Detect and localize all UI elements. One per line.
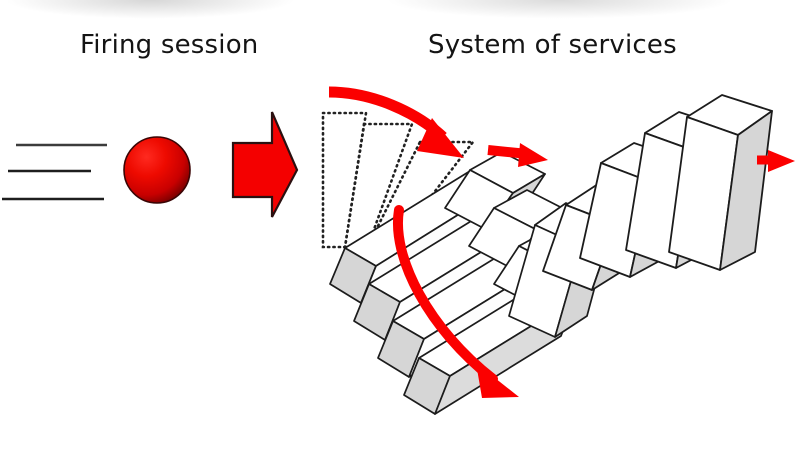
output-arrow-right-icon bbox=[757, 150, 795, 172]
cascade-arrow-front-icon bbox=[393, 205, 519, 398]
block-arrow-right-icon bbox=[231, 111, 299, 218]
rising-dominoes bbox=[444, 151, 613, 338]
flow-arrows bbox=[328, 86, 795, 398]
motion-lines bbox=[2, 143, 107, 201]
red-ball bbox=[123, 136, 191, 204]
impulse-arrow-top-icon bbox=[328, 86, 464, 158]
firing-session-group bbox=[2, 111, 299, 218]
page-title-left: Firing session bbox=[80, 30, 259, 60]
standing-dominoes bbox=[542, 94, 773, 291]
propagation-arrow-mid-icon bbox=[487, 143, 548, 167]
domino-standing-4 bbox=[668, 94, 773, 271]
system-of-services-group bbox=[321, 86, 795, 415]
standing-dominoes-region[interactable] bbox=[540, 90, 780, 285]
page-title-right: System of services bbox=[428, 30, 677, 60]
